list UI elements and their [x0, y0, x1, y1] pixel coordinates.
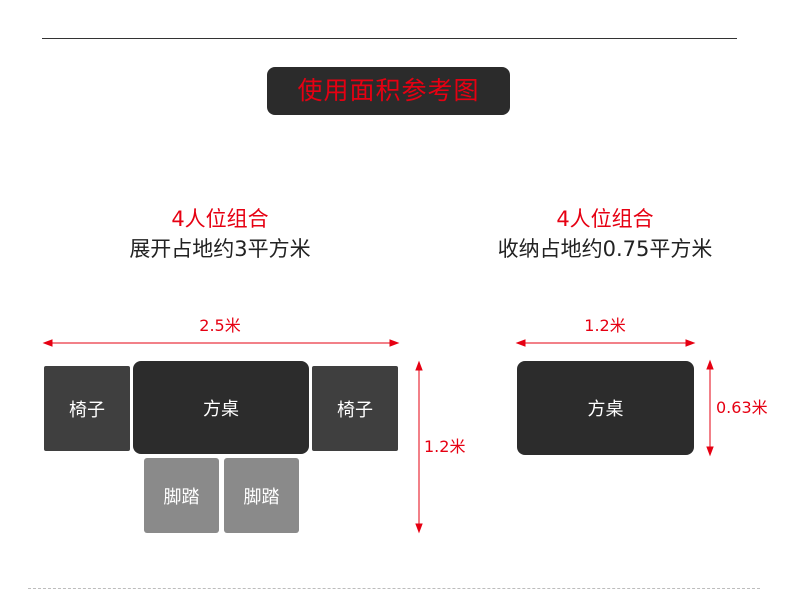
right-subheading: 收纳占地约0.75平方米: [497, 237, 713, 261]
left-heading: 4人位组合: [171, 207, 269, 231]
right-width-arrowhead-right: [685, 339, 696, 347]
chair-right-label: 椅子: [337, 399, 373, 421]
footrest-block-1: 脚踏: [144, 458, 219, 533]
right-height-arrowhead-bottom: [706, 446, 714, 457]
chair-left-label: 椅子: [69, 399, 105, 421]
left-width-arrowhead-left: [42, 339, 53, 347]
page-title: 使用面积参考图: [267, 67, 510, 115]
right-width-label: 1.2米: [575, 316, 635, 336]
top-divider: [42, 38, 737, 39]
chair-right-block: 椅子: [312, 366, 398, 451]
table-block-expanded: 方桌: [133, 361, 309, 454]
right-height-arrowhead-top: [706, 359, 714, 370]
chair-left-block: 椅子: [44, 366, 130, 451]
table-label-expanded: 方桌: [203, 398, 239, 420]
left-height-label: 1.2米: [424, 437, 466, 456]
table-label-stored: 方桌: [587, 399, 624, 420]
table-block-stored: 方桌: [517, 361, 694, 455]
left-subheading: 展开占地约3平方米: [129, 237, 311, 261]
left-height-arrowhead-bottom: [415, 523, 423, 534]
left-height-arrowhead-top: [415, 360, 423, 371]
right-height-label: 0.63米: [716, 398, 768, 417]
footrest-block-2: 脚踏: [224, 458, 299, 533]
right-heading: 4人位组合: [556, 207, 654, 231]
footrest-label-2: 脚踏: [243, 486, 280, 508]
left-width-arrowhead-right: [389, 339, 400, 347]
bottom-divider: [28, 588, 760, 589]
left-width-label: 2.5米: [190, 316, 250, 336]
footrest-label-1: 脚踏: [163, 486, 200, 508]
right-width-arrowhead-left: [515, 339, 526, 347]
